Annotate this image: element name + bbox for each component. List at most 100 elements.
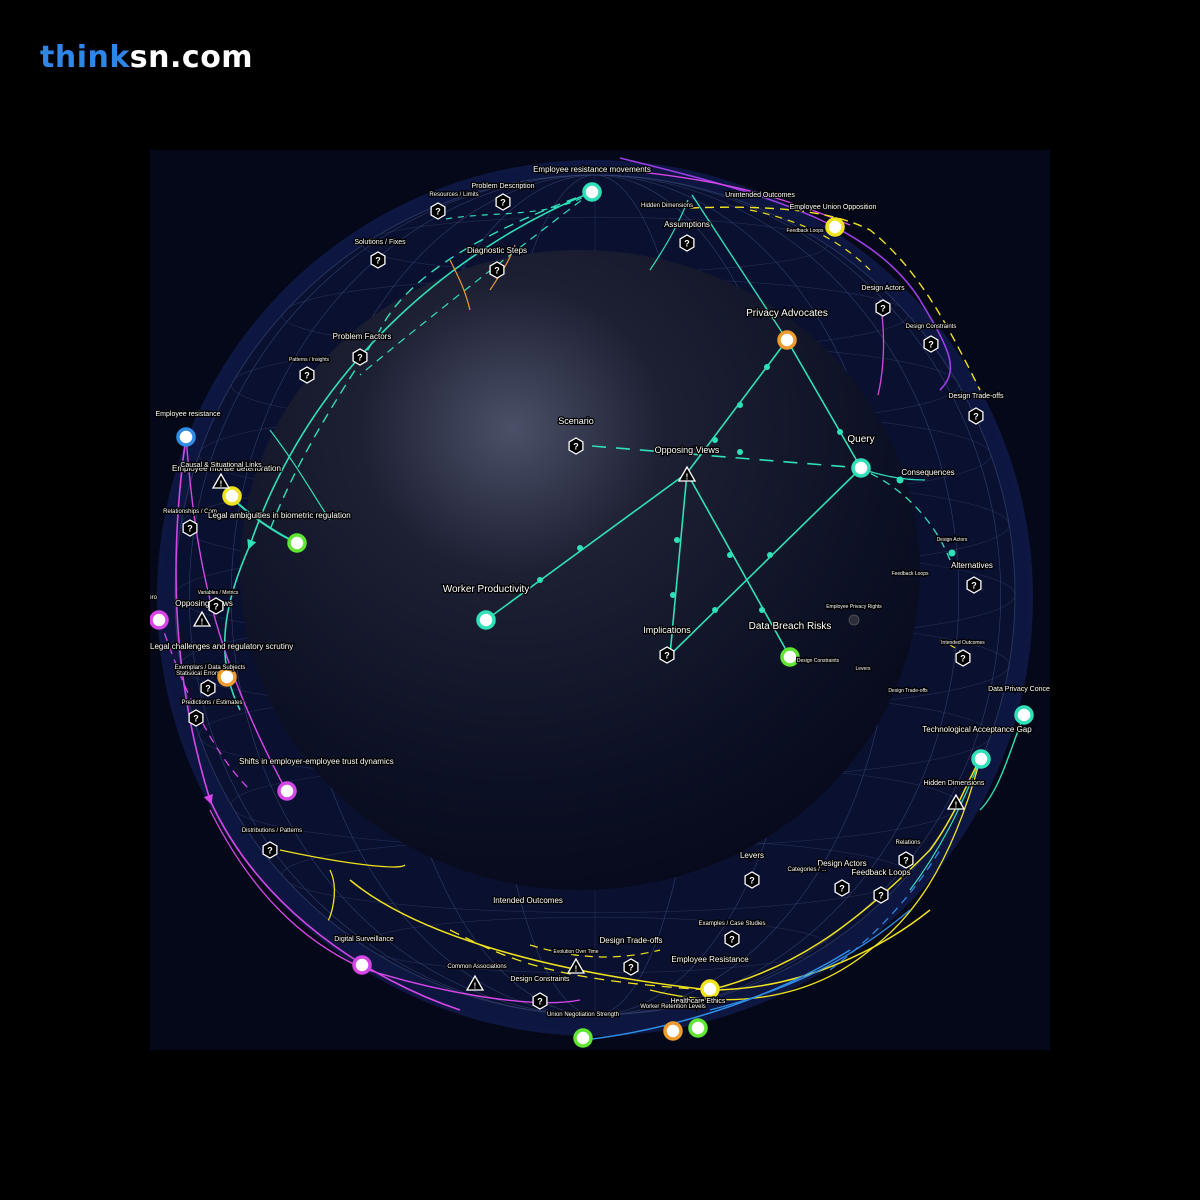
node-union-negotiation-strength[interactable]: Union Negotiation Strength [546, 1011, 620, 1048]
employee-resistance-movements-node-circle[interactable] [582, 182, 602, 202]
node-healthcare-ethics[interactable]: Healthcare Ethics [669, 997, 727, 1038]
node-employee-morale-deterioration[interactable]: Employee morale deterioration [171, 463, 282, 506]
privacy-advocates-node-circle[interactable] [777, 330, 797, 350]
brand-part-1: think [40, 40, 130, 75]
node-diagnostic-steps[interactable]: ?Diagnostic Steps [466, 245, 528, 279]
node-design-trade-offs[interactable]: ?Design Trade-offs [947, 392, 1005, 425]
employee-resistance-node-circle[interactable] [700, 979, 720, 999]
node-employee-resistance-movements[interactable]: Employee resistance movements [532, 164, 652, 202]
node-legal-challenges-and-regulatory-scrutiny[interactable]: Legal challenges and regulatory scrutiny [150, 641, 294, 653]
node-employee-resistance[interactable]: Employee Resistance [670, 954, 750, 999]
node-design-constraints[interactable]: ?Design Constraints [509, 975, 571, 1010]
node-design-trade-offs[interactable]: Design Trade-offs [887, 687, 929, 696]
node-design-constraints[interactable]: Design Constraints [796, 657, 841, 666]
node-shifts-in-employer-employee-trust-dynamics[interactable]: Shifts in employer-employee trust dynami… [238, 756, 395, 801]
node-intended-outcomes[interactable]: Intended Outcomes [492, 895, 564, 907]
node-employee-resistance[interactable]: Employee resistance [154, 410, 222, 447]
ingeniero-node-circle[interactable] [150, 610, 169, 630]
node-label: Union Negotiation Strength [547, 1012, 619, 1018]
node-worker-retention-levels[interactable]: Worker Retention Levels [639, 1003, 707, 1041]
node-problem-description[interactable]: ?Problem Description [470, 182, 536, 211]
node-evolution-over-time[interactable]: !Evolution Over Time [552, 948, 600, 974]
node-consequences[interactable]: Consequences [896, 467, 956, 484]
node-levers[interactable]: ?Levers [739, 850, 765, 889]
node-common-associations[interactable]: !Common Associations [446, 963, 508, 991]
node-patterns-insights[interactable]: ?Patterns / Insights [288, 356, 331, 384]
node-design-actors[interactable]: ?Design Actors [816, 858, 868, 897]
question-mark-glyph: ? [375, 256, 381, 266]
node-levers[interactable]: Levers [854, 665, 872, 674]
node-label: Technological Acceptance Gap [922, 725, 1032, 734]
exemplars-data-subjects-node-circle[interactable] [217, 667, 237, 687]
node-data-privacy-conce[interactable]: Data Privacy Conce [987, 685, 1050, 725]
node-relations[interactable]: ?Relations [894, 839, 922, 869]
node-hidden-dimensions[interactable]: Hidden Dimensions [640, 202, 695, 211]
node-ingeniero[interactable]: Ingeniero [150, 594, 169, 630]
question-icon [898, 851, 914, 869]
node-intended-outcomes[interactable]: ?Intended Outcomes [940, 639, 987, 667]
node-causal-situational-links[interactable]: !Causal & Situational Links [179, 461, 263, 489]
node-exemplars-data-subjects[interactable]: Exemplars / Data Subjects [173, 664, 247, 687]
rim-nodes[interactable]: Employee resistance movements?Problem De… [150, 164, 1050, 1048]
node-technological-acceptance-gap[interactable]: Technological Acceptance Gap [921, 724, 1034, 769]
node-worker-productivity[interactable]: Worker Productivity [441, 583, 531, 630]
node-variables-metrics[interactable]: ?Variables / Metrics [196, 589, 240, 615]
node-hidden-dimensions[interactable]: !Hidden Dimensions [922, 779, 986, 810]
node-opposing-views[interactable]: !Opposing Views [174, 598, 234, 627]
node-design-actors[interactable]: ?Design Actors [860, 284, 906, 317]
node-categories[interactable]: Categories / ... [786, 866, 828, 875]
data-privacy-conce-node-circle[interactable] [1014, 705, 1034, 725]
union-negotiation-strength-node-circle[interactable] [573, 1028, 593, 1048]
node-solutions-fixes[interactable]: ?Solutions / Fixes [353, 238, 407, 269]
data-breach-risks-node-circle[interactable] [780, 647, 800, 667]
node-employee-privacy-rights[interactable]: Employee Privacy Rights [825, 603, 884, 626]
node-distributions-patterns[interactable]: ?Distributions / Patterns [241, 827, 303, 859]
node-resources-limits[interactable]: ?Resources / Limits [428, 191, 480, 220]
node-label: Problem Factors [333, 332, 392, 341]
node-design-constraints[interactable]: ?Design Constraints [904, 323, 958, 353]
node-problem-factors[interactable]: ?Problem Factors [331, 331, 393, 366]
legal-ambiguities-in-biometric-regulation-node-circle[interactable] [287, 533, 307, 553]
node-examples-case-studies[interactable]: ?Examples / Case Studies [697, 920, 767, 948]
node-query[interactable]: Query [846, 433, 876, 478]
digital-surveillance-node-circle[interactable] [352, 955, 372, 975]
node-label: Design Trade-offs [600, 936, 663, 945]
worker-productivity-node-circle[interactable] [476, 610, 496, 630]
employee-morale-deterioration-node-circle[interactable] [222, 486, 242, 506]
node-unintended-outcomes[interactable]: Unintended Outcomes [724, 191, 797, 201]
node-design-trade-offs[interactable]: ?Design Trade-offs [598, 935, 664, 976]
node-label: Diagnostic Steps [467, 246, 527, 255]
employee-union-opposition-node-circle[interactable] [825, 217, 845, 237]
shifts-in-employer-employee-trust-dynamics-node-circle[interactable] [277, 781, 297, 801]
employee-resistance-node-circle[interactable] [176, 427, 196, 447]
exclamation-glyph: ! [955, 801, 958, 810]
worker-retention-levels-node-circle[interactable] [663, 1021, 683, 1041]
node-scenario[interactable]: ?Scenario [557, 415, 595, 455]
query-node-circle[interactable] [851, 458, 871, 478]
node-design-actors[interactable]: Design Actors [935, 536, 969, 557]
node-statistical-errors[interactable]: ?Statistical Errors [175, 670, 221, 697]
node-feedback-loops[interactable]: Feedback Loops [890, 570, 930, 579]
question-icon [208, 597, 224, 615]
node-relationships-com[interactable]: ?Relationships / Com [162, 508, 218, 537]
node-feedback-loops[interactable]: ?Feedback Loops [850, 867, 912, 904]
question-icon [873, 886, 889, 904]
healthcare-ethics-node-circle[interactable] [688, 1018, 708, 1038]
node-implications[interactable]: ?Implications [642, 624, 693, 664]
question-mark-glyph: ? [267, 846, 273, 856]
technological-acceptance-gap-node-circle[interactable] [971, 749, 991, 769]
node-data-breach-risks[interactable]: Data Breach Risks [747, 620, 833, 667]
node-employee-union-opposition[interactable]: Employee Union Opposition [788, 203, 878, 237]
node-predictions-estimates[interactable]: ?Predictions / Estimates [180, 699, 244, 727]
question-icon [966, 576, 982, 594]
node-feedback-loops[interactable]: Feedback Loops [785, 227, 825, 236]
node-legal-ambiguities-in-biometric-regulation[interactable]: Legal ambiguities in biometric regulatio… [207, 510, 352, 553]
question-mark-glyph: ? [205, 684, 211, 694]
node-alternatives[interactable]: ?Alternatives [950, 560, 994, 594]
node-assumptions[interactable]: ?Assumptions [663, 219, 711, 252]
node-opposing-views[interactable]: !Opposing Views [653, 444, 721, 482]
node-privacy-advocates[interactable]: Privacy Advocates [745, 307, 829, 350]
node-digital-surveillance[interactable]: Digital Surveillance [333, 935, 395, 975]
